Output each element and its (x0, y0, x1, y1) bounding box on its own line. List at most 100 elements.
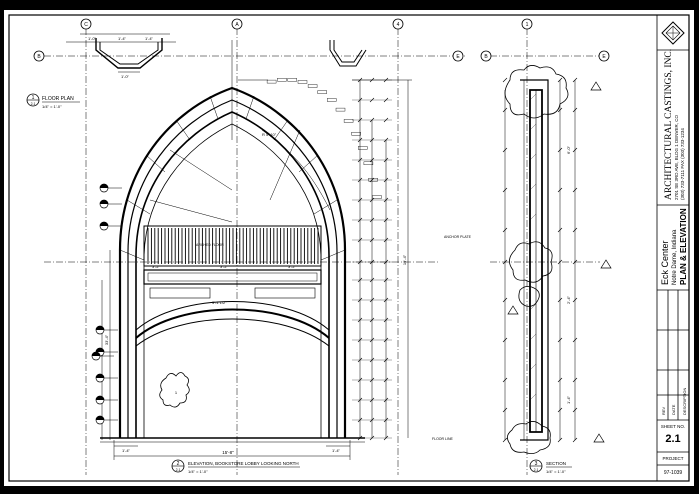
arch-step-label (287, 78, 297, 82)
arch-step-label (358, 146, 368, 150)
project-name: Eck Center (660, 240, 670, 285)
revision-header: REV (661, 406, 666, 415)
arch-step-label (372, 195, 382, 199)
section-title: SECTION (546, 461, 566, 466)
revision-description: DESCRIPTION (682, 388, 687, 415)
bottom-total-dim: 15'-8" (222, 450, 234, 455)
dim-tick (557, 337, 563, 343)
section-cut-flag (96, 416, 104, 420)
right-total-dim: 19'-4" (402, 254, 407, 265)
dim-tick (557, 259, 563, 265)
arch-step-label (277, 77, 287, 82)
arch-step-dims (266, 77, 382, 199)
floor-plan-sheet: 2.1 (31, 102, 36, 106)
arch-step-label (317, 90, 327, 94)
section-label: 3 2.1 SECTION 1/4" = 1'-0" (529, 459, 572, 474)
title-block (656, 14, 690, 482)
elevation-num: 2 (177, 461, 180, 467)
floor-plan-num: 1 (32, 95, 35, 101)
company-address: 2701 SE 3RD AVE, BLDG 1 DENVER, CO (674, 115, 679, 200)
company-logo (661, 21, 685, 45)
section-cut-flag (100, 200, 108, 204)
dim-tick (557, 377, 563, 383)
dim-tick (502, 259, 508, 265)
dim-tick (502, 297, 508, 303)
section-cut-flag (96, 374, 104, 378)
elevation-title: ELEVATION, BOOKSTORE LOBBY LOOKING NORTH (188, 461, 299, 466)
revision-date: DATE (671, 404, 676, 415)
section-num: 3 (535, 461, 538, 467)
grid-bubble-left: B (37, 54, 41, 60)
plan-dim-c: 1'-4" (145, 36, 154, 41)
dim-tick (557, 227, 563, 233)
arched-floor-note: ARCHED FLOOR (196, 243, 224, 247)
section-dim-bot: 1'-4" (566, 395, 571, 404)
elevation-label: 2 2.1 ELEVATION, BOOKSTORE LOBBY LOOKING… (171, 459, 300, 474)
dim-tick (557, 147, 563, 153)
transom-dim-c: 3'-2" (288, 264, 297, 269)
company-phone: (303) 733-7111 FAX (303) 733-1234 (680, 128, 685, 200)
grid-bubble-top-left: C (84, 22, 88, 28)
floor-plan-view (66, 33, 367, 73)
sheet-title: PLAN & ELEVATION (679, 208, 688, 285)
anchor-note: ANCHOR PLATE (444, 235, 472, 239)
dim-tick (572, 77, 578, 83)
arch-step-label (335, 107, 346, 112)
dim-tick (502, 227, 508, 233)
dim-tick (502, 187, 508, 193)
dim-tick (572, 297, 578, 303)
arch-radius-dim: R 5'-10" (262, 132, 277, 137)
dim-tick (572, 259, 578, 265)
right-dimension-ticks (352, 77, 392, 441)
section-cut-flag (92, 352, 100, 356)
left-dimension-strings (101, 250, 351, 460)
company-name: ARCHITECTURAL CASTINGS, INC. (664, 49, 674, 200)
grid-bubble-right: E (456, 54, 460, 60)
arch-step-label (343, 119, 354, 123)
dim-tick (502, 147, 508, 153)
floor-plan-title: FLOOR PLAN (42, 96, 74, 102)
left-callouts (91, 183, 122, 425)
dim-tick (572, 147, 578, 153)
grid-bubble-top-mid: A (235, 22, 239, 28)
bottom-left-dim: 1'-4" (122, 448, 131, 453)
sheet-number-label: SHEET NO. (661, 424, 685, 429)
left-total-dim: 33'-4" (104, 334, 109, 345)
dim-tick (572, 437, 578, 443)
dim-tick (572, 227, 578, 233)
elevation-scale: 1/4" = 1'-0" (188, 469, 208, 474)
dim-tick (557, 437, 563, 443)
section-dimension-ticks (502, 77, 578, 443)
dim-tick (572, 337, 578, 343)
grid-bubble-section-left: B (484, 54, 488, 60)
dim-tick (572, 187, 578, 193)
floor-plan-scale: 1/4" = 1'-0" (42, 104, 62, 109)
transom-dim-b: 3'-2" (220, 264, 229, 269)
plan-dim-d: 1'-0" (121, 74, 130, 79)
section-cut-flag (96, 348, 104, 352)
dim-tick (557, 407, 563, 413)
section-view (504, 65, 576, 454)
arch-step-label (266, 79, 277, 84)
balustrade-grille (143, 225, 322, 267)
dim-tick (572, 107, 578, 113)
sheet-number: 2.1 (665, 433, 680, 445)
arch-step-label (297, 80, 308, 84)
dim-tick (557, 297, 563, 303)
revision-cloud (159, 372, 190, 408)
dim-tick (557, 107, 563, 113)
dim-tick (502, 77, 508, 83)
dim-tick (502, 107, 508, 113)
arch-step-label (307, 84, 318, 88)
arch-step-label (363, 161, 374, 166)
arch-step-label (368, 177, 378, 182)
dim-tick (502, 437, 508, 443)
section-dim-top: 6'-0" (566, 145, 571, 154)
section-cut-flag (100, 222, 108, 226)
dim-tick (572, 407, 578, 413)
opening-width-dim: 3'-1 1/2" (212, 300, 227, 305)
project-number-label: PROJECT (662, 456, 683, 461)
plan-dim-b: 1'-4" (118, 36, 127, 41)
paper (4, 10, 694, 486)
